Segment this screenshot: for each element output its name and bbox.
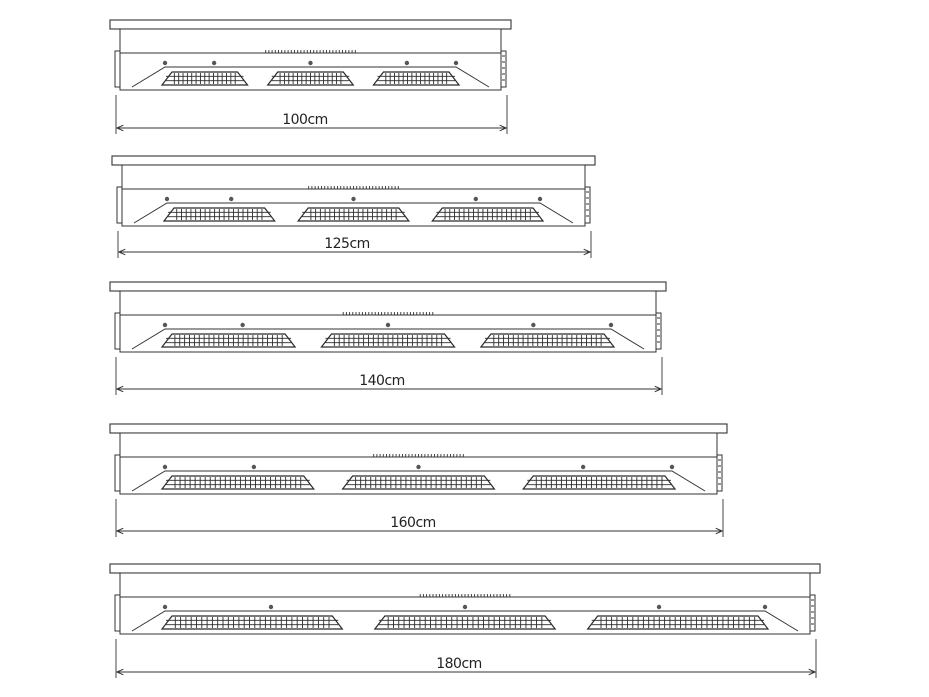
screw <box>608 322 614 328</box>
front-fascia <box>131 470 706 492</box>
grille <box>341 475 496 490</box>
grille-frame <box>373 615 557 630</box>
screw <box>240 322 245 328</box>
screw <box>580 464 586 470</box>
screw <box>416 464 421 470</box>
grille <box>160 615 344 630</box>
grille <box>586 615 770 630</box>
grille <box>160 71 249 86</box>
top-vent <box>308 186 399 189</box>
grille <box>162 207 276 222</box>
top-panel <box>109 563 821 574</box>
left-end-cap <box>114 594 121 632</box>
grille <box>296 207 411 222</box>
grille <box>372 71 461 86</box>
top-panel <box>109 19 512 30</box>
top-panel <box>109 281 667 292</box>
grille-frame <box>586 615 770 630</box>
grille <box>431 207 545 222</box>
top-vent <box>419 594 511 597</box>
left-end-cap <box>114 312 121 350</box>
dimension-label: 125cm <box>324 236 370 252</box>
front-fascia <box>131 66 490 88</box>
top-panel <box>111 155 596 166</box>
screw <box>473 196 478 202</box>
dimension-label: 140cm <box>359 373 405 389</box>
screw <box>162 604 168 610</box>
right-end-cap <box>655 312 662 350</box>
grille <box>160 475 315 490</box>
screw <box>211 60 217 66</box>
screw <box>162 60 168 66</box>
left-end-cap <box>114 454 121 492</box>
screw <box>162 464 168 470</box>
screw <box>351 196 356 202</box>
unit-100: 100cm <box>109 19 512 134</box>
screw <box>462 604 468 610</box>
screw <box>531 322 536 328</box>
dimension-label: 160cm <box>390 515 436 531</box>
right-end-cap <box>716 454 723 492</box>
top-panel <box>109 423 728 434</box>
dimension-label: 180cm <box>436 656 482 672</box>
front-fascia <box>133 202 574 224</box>
screw <box>404 60 410 66</box>
unit-140: 140cm <box>109 281 667 395</box>
screw <box>669 464 675 470</box>
top-vent <box>265 50 356 53</box>
right-end-cap <box>809 594 816 632</box>
screw <box>385 322 391 328</box>
grille <box>522 475 677 490</box>
unit-180: 180cm <box>109 563 821 678</box>
screw <box>268 604 274 610</box>
screw <box>164 196 170 202</box>
grille <box>373 615 557 630</box>
top-vent <box>373 454 464 457</box>
screw <box>453 60 459 66</box>
grille <box>266 71 355 86</box>
right-end-cap <box>500 50 507 88</box>
screw <box>162 322 168 328</box>
grille <box>479 333 616 348</box>
top-vent <box>342 312 434 315</box>
unit-160: 160cm <box>109 423 728 537</box>
left-end-cap <box>114 50 121 88</box>
screw <box>537 196 543 202</box>
screw <box>308 60 313 66</box>
grille-frame <box>160 615 344 630</box>
screw <box>229 196 234 202</box>
front-fascia <box>131 328 645 350</box>
left-end-cap <box>116 186 123 224</box>
front-fascia <box>131 610 799 632</box>
unit-125: 125cm <box>111 155 596 258</box>
screw <box>762 604 768 610</box>
screw <box>656 604 662 610</box>
screw <box>251 464 257 470</box>
grille <box>320 333 456 348</box>
right-end-cap <box>584 186 591 224</box>
dimension-label: 100cm <box>282 112 328 128</box>
grille <box>160 333 297 348</box>
